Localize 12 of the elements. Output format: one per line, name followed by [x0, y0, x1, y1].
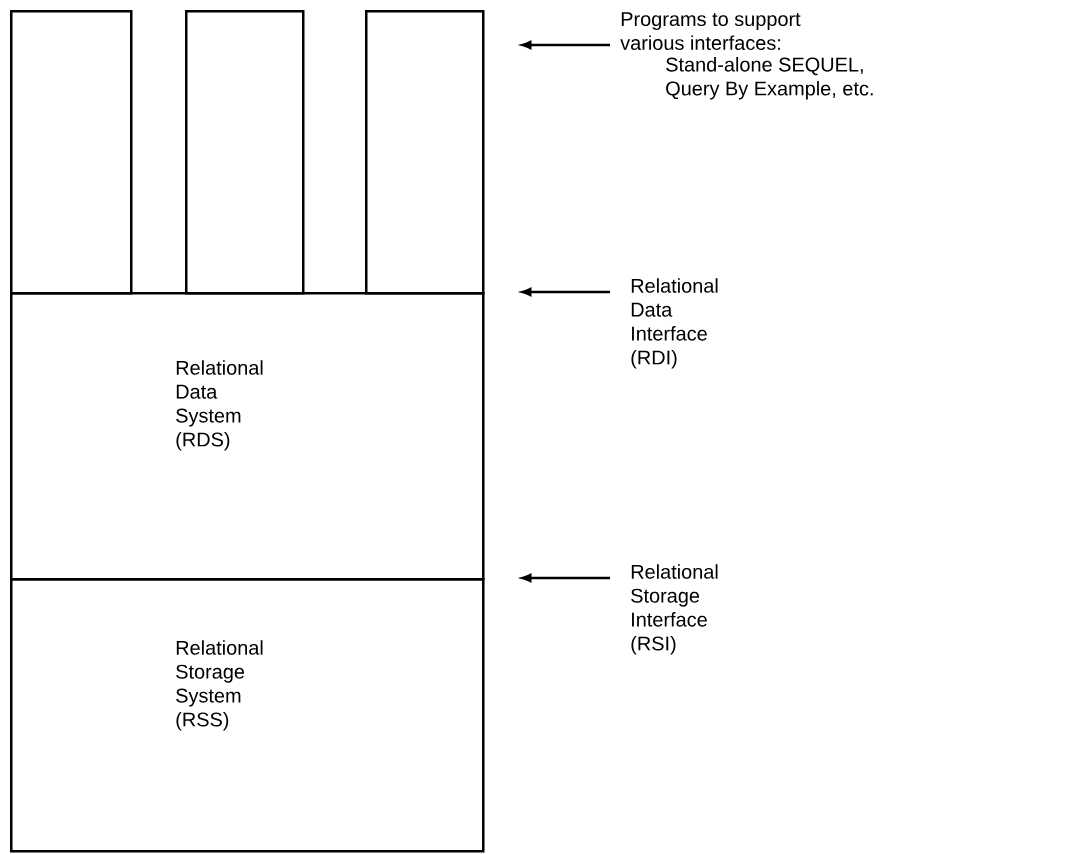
annotation-text: Stand-alone SEQUEL, Query By Example, etc.: [666, 57, 873, 100]
annotation-text: Programs to support various interfaces:: [620, 12, 801, 50]
program-box: [10, 10, 133, 295]
arrow: [521, 287, 610, 297]
interface-label: Relational Storage Interface (RSI): [631, 564, 718, 655]
layer-box: Relational Data System (RDS): [10, 292, 485, 581]
arrow: [521, 40, 610, 50]
arrow: [521, 573, 610, 583]
program-box: [365, 10, 485, 295]
layer-box: Relational Storage System (RSS): [10, 578, 485, 853]
program-box: [185, 10, 305, 295]
interface-label: Relational Data Interface (RDI): [631, 278, 718, 369]
